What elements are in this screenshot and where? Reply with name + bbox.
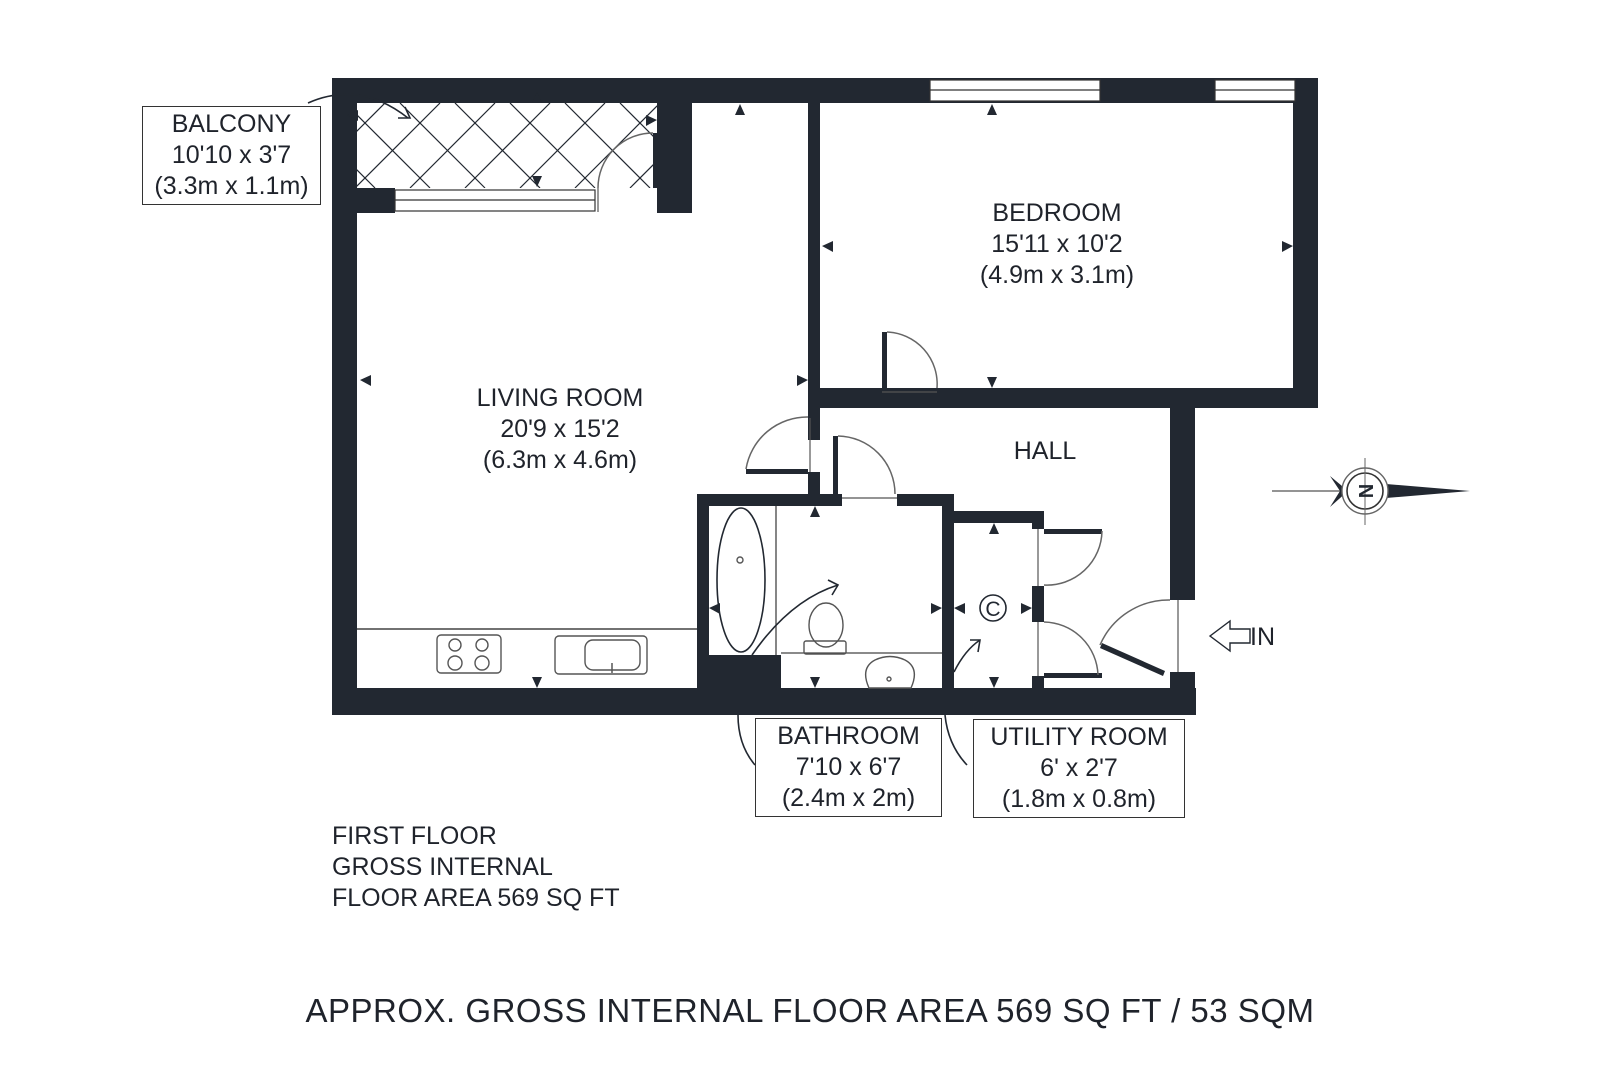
- kitchen-sink-icon: [554, 635, 648, 675]
- leader-lines: [307, 93, 981, 766]
- toilet-icon: [803, 602, 847, 655]
- bedroom-metric: (4.9m x 3.1m): [979, 261, 1135, 289]
- hall-label: HALL: [995, 436, 1095, 467]
- floor-note-line1: FIRST FLOOR: [332, 822, 497, 850]
- bedroom-name: BEDROOM: [992, 199, 1122, 227]
- balcony-label: BALCONY 10'10 x 3'7 (3.3m x 1.1m): [142, 106, 321, 205]
- floor-note: FIRST FLOOR GROSS INTERNAL FLOOR AREA 56…: [332, 821, 620, 914]
- bathtub-icon: [716, 506, 777, 655]
- bathroom-imperial: 7'10 x 6'7: [795, 753, 902, 781]
- walls: [332, 78, 1318, 715]
- north-compass-icon: N: [1272, 458, 1470, 525]
- svg-text:C: C: [985, 598, 1000, 621]
- balcony-name: BALCONY: [171, 110, 292, 138]
- balcony-imperial: 10'10 x 3'7: [171, 141, 292, 169]
- basin-icon: [864, 655, 916, 689]
- balcony-metric: (3.3m x 1.1m): [154, 172, 309, 200]
- living-room-metric: (6.3m x 4.6m): [482, 446, 638, 474]
- windows: [394, 79, 1296, 212]
- entrance-label: IN: [1250, 623, 1275, 651]
- bathroom-metric: (2.4m x 2m): [781, 784, 916, 812]
- bedroom-imperial: 15'11 x 10'2: [991, 230, 1123, 258]
- bathroom-name: BATHROOM: [777, 722, 920, 750]
- entrance-arrow-icon: [1208, 619, 1251, 653]
- living-room-name: LIVING ROOM: [476, 384, 644, 412]
- hob-icon: [436, 634, 502, 674]
- bathroom-label: BATHROOM 7'10 x 6'7 (2.4m x 2m): [755, 718, 942, 817]
- floor-note-line3: FLOOR AREA 569 SQ FT: [332, 884, 620, 912]
- living-room-label: LIVING ROOM 20'9 x 15'2 (6.3m x 4.6m): [460, 383, 660, 476]
- hall-name: HALL: [1013, 437, 1077, 465]
- fixtures: [357, 506, 942, 689]
- doors: [597, 132, 1179, 678]
- utility-room-metric: (1.8m x 0.8m): [1001, 785, 1157, 813]
- svg-text:N: N: [1356, 484, 1378, 498]
- utility-room-imperial: 6' x 2'7: [1040, 754, 1118, 782]
- dimension-markers: [347, 92, 1293, 688]
- living-room-imperial: 20'9 x 15'2: [500, 415, 620, 443]
- total-area-footer: APPROX. GROSS INTERNAL FLOOR AREA 569 SQ…: [305, 992, 1315, 1029]
- floor-note-line2: GROSS INTERNAL: [332, 853, 553, 881]
- utility-room-label: UTILITY ROOM 6' x 2'7 (1.8m x 0.8m): [973, 719, 1185, 818]
- bedroom-label: BEDROOM 15'11 x 10'2 (4.9m x 3.1m): [957, 198, 1157, 291]
- cupboard-symbol: C: [979, 594, 1007, 622]
- utility-room-name: UTILITY ROOM: [990, 723, 1168, 751]
